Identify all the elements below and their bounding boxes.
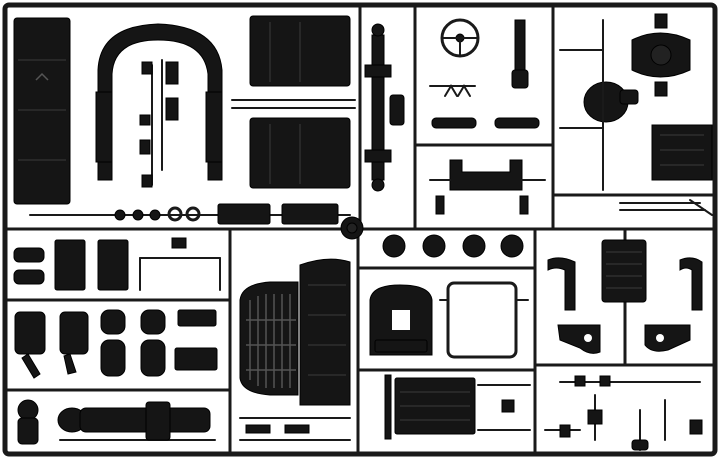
fender-arch-part bbox=[95, 23, 223, 181]
small-parts-cluster-right bbox=[544, 375, 703, 451]
small-bracket-parts bbox=[139, 59, 179, 188]
differential-housing-part bbox=[631, 13, 691, 97]
cab-panel-lower bbox=[249, 117, 351, 189]
step-ladder-part bbox=[384, 374, 531, 440]
wheel-caps-row bbox=[382, 234, 524, 258]
hub-drum-part bbox=[559, 19, 639, 191]
axle-beam-part bbox=[364, 23, 405, 192]
suspension-arm-left bbox=[547, 257, 601, 354]
cab-panel-upper bbox=[249, 15, 351, 87]
thin-rod-parts bbox=[619, 199, 713, 216]
steering-wheel-part bbox=[440, 18, 480, 58]
small-parts-row-top bbox=[29, 203, 351, 225]
fifth-wheel-coupling-part bbox=[369, 284, 433, 356]
suspension-arm-right bbox=[644, 257, 703, 352]
window-frame-part bbox=[439, 281, 529, 359]
sprue-runners bbox=[3, 3, 717, 456]
exhaust-muffler-part bbox=[17, 399, 216, 445]
radiator-grille-part bbox=[239, 258, 351, 406]
seat-frame-part bbox=[429, 159, 546, 215]
small-parts-cluster-left bbox=[13, 237, 221, 291]
chassis-rail-left bbox=[13, 17, 71, 205]
lever-parts bbox=[429, 19, 529, 97]
leaf-spring-part bbox=[601, 239, 647, 303]
radiator-block-part bbox=[651, 124, 713, 181]
spring-parts bbox=[431, 117, 540, 129]
cylinder-tank-parts bbox=[14, 309, 218, 379]
small-parts-row-grille bbox=[239, 417, 351, 441]
